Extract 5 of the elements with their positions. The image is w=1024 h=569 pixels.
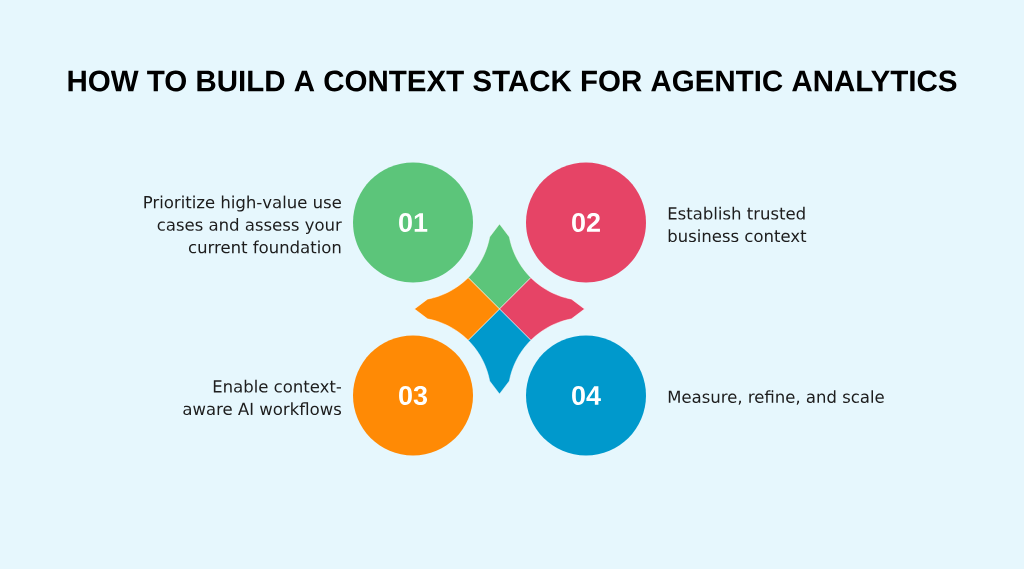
step-description: Prioritize high-value use cases and assess your current foundation: [144, 195, 342, 254]
step-description: Establish trusted business context: [668, 206, 807, 243]
step-description: Enable context-aware AI workflows: [183, 379, 342, 416]
title: HOW TO BUILD A CONTEXT STACK FOR AGENTIC ANALYTICS: [68, 70, 957, 92]
step-description: Measure, refine, and scale: [668, 390, 884, 405]
